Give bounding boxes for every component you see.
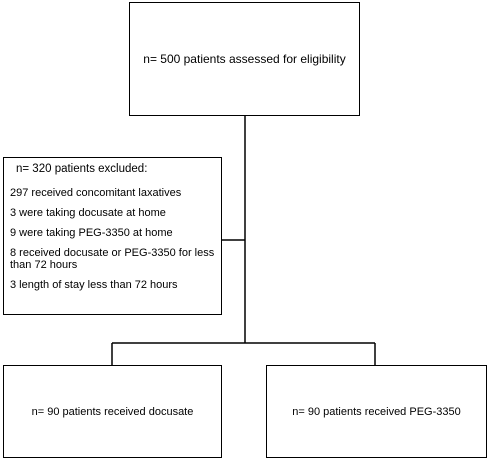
excluded-reason: 8 received docusate or PEG-3350 for less… [10, 247, 215, 271]
excluded-reason: 297 received concomitant laxatives [10, 187, 182, 199]
peg-arm-box: n= 90 patients received PEG-3350 [266, 365, 487, 458]
excluded-box: n= 320 patients excluded: 297 received c… [3, 157, 222, 315]
docusate-arm-box: n= 90 patients received docusate [3, 365, 222, 458]
assessed-label: n= 500 patients assessed for eligibility [143, 52, 346, 66]
docusate-arm-label: n= 90 patients received docusate [31, 405, 194, 418]
excluded-reason: 3 length of stay less than 72 hours [10, 279, 178, 291]
peg-arm-label: n= 90 patients received PEG-3350 [292, 405, 461, 418]
assessed-box: n= 500 patients assessed for eligibility [129, 2, 360, 116]
excluded-title: n= 320 patients excluded: [16, 163, 148, 175]
excluded-reason: 9 were taking PEG-3350 at home [10, 227, 173, 239]
excluded-reason: 3 were taking docusate at home [10, 207, 166, 219]
